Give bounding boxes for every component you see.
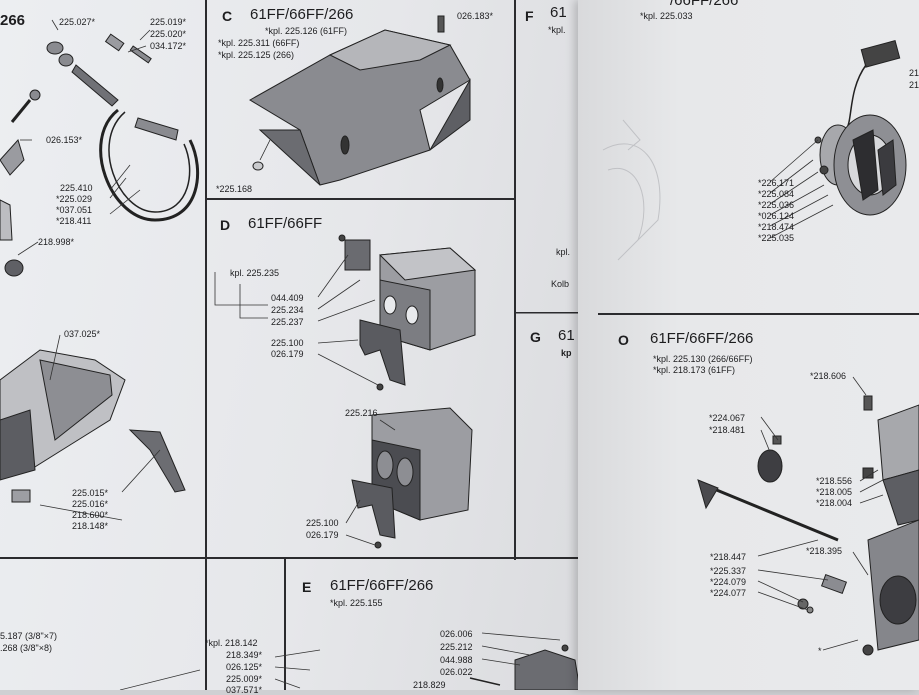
part-number: 026.153* — [46, 135, 83, 145]
part-number: 225.100 — [306, 518, 339, 528]
part-number: *218.481 — [709, 425, 746, 435]
air-filter-drawing — [338, 234, 477, 549]
part-number: *218.606 — [810, 371, 847, 381]
part-number: 21 — [909, 68, 919, 78]
parts-sheet-left: 266 225.027* 225.019* 225.020* 034.172* … — [0, 0, 600, 695]
part-number: 225.237 — [271, 317, 304, 327]
part-number: 225.009* — [226, 674, 263, 684]
kit-number: *kpl. 225.033 — [640, 11, 693, 21]
kit-number: *kpl. 225.311 (66FF) — [218, 38, 300, 48]
part-number: 225.027* — [59, 17, 96, 27]
part-number: 225.019* — [150, 17, 187, 27]
part-number: *225.036 — [758, 200, 795, 210]
part-number: *218.004 — [816, 498, 853, 508]
part-number: 026.125* — [226, 662, 263, 672]
section-o-title: 61FF/66FF/266 — [650, 330, 754, 347]
left-sheet-illustrations — [0, 0, 600, 690]
part-number: *225.035 — [758, 233, 795, 243]
part-number: *225.168 — [216, 184, 253, 194]
section-f-title: 61 — [550, 4, 567, 21]
kit-number: kpl. 225.235 — [230, 268, 280, 278]
part-number: 225.410 — [60, 183, 93, 193]
note-text: 5.187 (3/8"×7) — [0, 631, 57, 641]
top-cover-drawing — [249, 15, 471, 186]
part-number: 225.100 — [271, 338, 304, 348]
part-number: *225.084 — [758, 189, 795, 199]
note-text: Kolb — [551, 279, 570, 289]
section-g-title: 61 — [558, 327, 575, 344]
part-number: 225.015* — [72, 488, 109, 498]
part-number: *226.171 — [758, 178, 795, 188]
kit-number: *kpl. 218.173 (61FF) — [653, 365, 736, 375]
section-letter-f: F — [525, 8, 534, 24]
starter-pulley-drawing — [814, 40, 907, 216]
part-number: 044.409 — [271, 293, 304, 303]
part-number: *037.051 — [56, 205, 93, 215]
part-number: *224.077 — [710, 588, 747, 598]
part-number: *026.124 — [758, 211, 795, 221]
section-letter-d: D — [220, 217, 231, 233]
part-number: *218.411 — [56, 216, 92, 226]
chain-catcher-drawing — [469, 644, 581, 690]
part-number: 225.216 — [345, 408, 378, 418]
part-number: 026.006 — [440, 629, 473, 639]
part-number: 225.020* — [150, 29, 187, 39]
section-c-title: 61FF/66FF/266 — [250, 6, 354, 23]
right-sheet-illustrations — [598, 40, 919, 656]
section-letter-c: C — [222, 8, 233, 24]
kit-number: *kpl. 225.155 — [330, 598, 383, 608]
part-number: 218.148* — [72, 521, 109, 531]
part-number: *218.447 — [710, 552, 747, 562]
part-number: *224.067 — [709, 413, 746, 423]
part-number: 034.172* — [150, 41, 187, 51]
part-number: 026.183* — [457, 11, 494, 21]
part-number: 037.571* — [226, 685, 263, 695]
part-number: *225.337 — [710, 566, 747, 576]
section-d-title: 61FF/66FF — [248, 215, 323, 232]
part-number: 026.022 — [440, 667, 473, 677]
section-letter-o: O — [618, 332, 629, 348]
section-title-partial: 266 — [0, 12, 26, 29]
engine-housing-drawing — [0, 349, 186, 503]
part-number: 225.234 — [271, 305, 304, 315]
part-number: 026.179 — [306, 530, 339, 540]
note-text: .268 (3/8"×8) — [0, 643, 52, 653]
part-number: * — [818, 646, 822, 656]
note-text: kpl. — [556, 247, 571, 257]
part-number: 218.349* — [226, 650, 263, 660]
part-number: *218.474 — [758, 222, 795, 232]
part-number: *218.556 — [816, 476, 853, 486]
part-number: 21 — [909, 80, 919, 90]
carburetor-drawing — [697, 395, 919, 656]
part-number: *224.079 — [710, 577, 747, 587]
kit-number: *kpl. — [548, 25, 566, 35]
section-letter-e: E — [302, 579, 312, 595]
chain-brake-parts-drawing — [0, 33, 200, 277]
kit-number: *kpl. 225.126 (61FF) — [265, 26, 348, 36]
part-number: *218.395 — [806, 546, 843, 556]
section-title-partial: /66FF/266 — [670, 0, 739, 9]
part-number: 218.998* — [38, 237, 75, 247]
part-number: *218.005 — [816, 487, 853, 497]
part-number: *225.029 — [56, 194, 93, 204]
parts-sheet-right: /66FF/266 *kpl. 225.033 21 21 *226.171 *… — [578, 0, 919, 690]
section-letter-g: G — [530, 329, 541, 345]
part-number: 225.016* — [72, 499, 109, 509]
section-e-title: 61FF/66FF/266 — [330, 577, 434, 594]
kit-number: *kpl. 225.130 (266/66FF) — [653, 354, 753, 364]
kit-number: *kpl. 218.142 — [205, 638, 258, 648]
part-number: 044.988 — [440, 655, 473, 665]
part-number: 026.179 — [271, 349, 304, 359]
part-number: 218.600* — [72, 510, 109, 520]
part-number: 218.829 — [413, 680, 446, 690]
part-number: 225.212 — [440, 642, 473, 652]
part-number: 037.025* — [64, 329, 101, 339]
kit-number: kp — [561, 348, 572, 358]
kit-number: *kpl. 225.125 (266) — [218, 50, 295, 60]
